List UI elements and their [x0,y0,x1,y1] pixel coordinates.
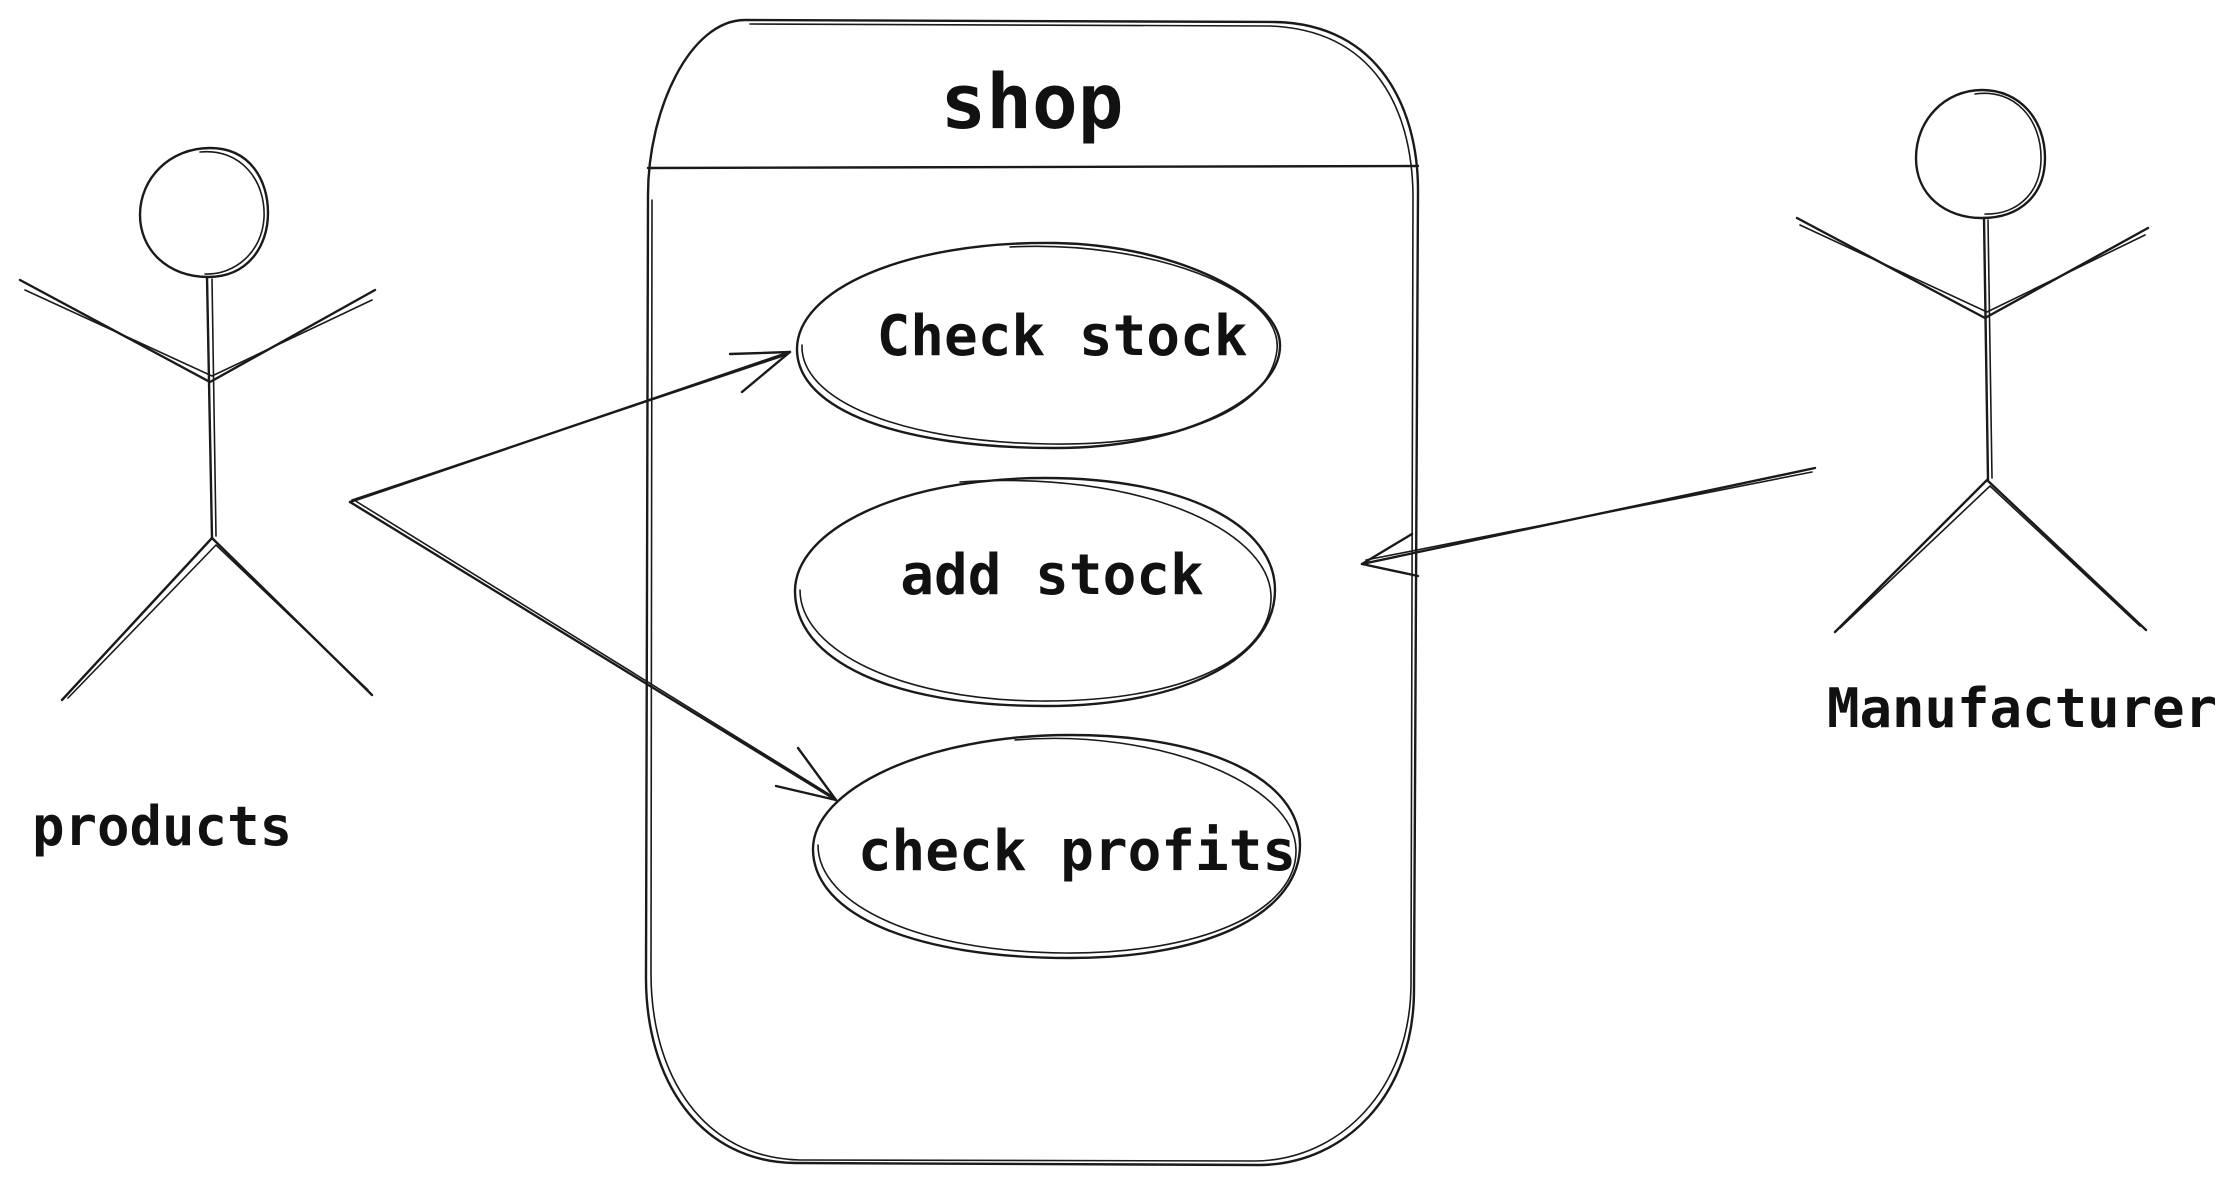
use-case-add-stock[interactable]: add stock [793,476,1277,708]
use-case-add-stock-ellipse [793,476,1277,708]
stick-figure-icon [1795,88,2150,634]
system-title: shop [940,57,1123,146]
actor-manufacturer-head-echo [1974,92,2042,215]
use-case-check-stock-label: Check stock [877,304,1248,369]
association-products-check-profits[interactable] [348,499,838,802]
association-line-echo [353,499,833,797]
stick-figure-icon [18,146,377,702]
actor-manufacturer-body-echo [1987,219,1993,479]
actor-products-legs [60,536,374,702]
actor-products-body-echo [211,278,217,537]
system-boundary-divider [646,164,1420,170]
associations [348,350,1817,802]
use-case-check-profits-label: check profits [858,819,1296,884]
association-line-echo [351,354,787,501]
actor-manufacturer-legs-echo [1839,485,2141,629]
actor-products-body [205,275,214,540]
use-case-add-stock-label: add stock [900,543,1203,608]
actor-products-arms [18,278,377,384]
arrowhead-icon [1360,532,1420,578]
use-case-check-stock-ellipse-echo [801,245,1278,445]
arrowhead-icon [774,746,838,802]
actor-products-label: products [32,795,292,858]
use-case-check-stock[interactable]: Check stock [795,241,1282,450]
use-case-check-profits-ellipse [811,733,1302,960]
actor-products-arms-echo [24,289,373,377]
actor-manufacturer[interactable]: Manufacturer [1795,88,2217,740]
actor-products[interactable]: products [18,146,377,858]
actor-manufacturer-legs [1833,478,2148,634]
association-line [348,500,838,802]
system-boundary-outline-echo [650,23,1414,1162]
actor-manufacturer-arms-echo [1799,224,2146,313]
actor-products-head-echo [199,150,265,275]
actor-products-legs-echo [67,544,369,699]
actor-manufacturer-head [1914,88,2047,220]
actor-manufacturer-body [1982,216,1990,482]
actor-manufacturer-label: Manufacturer [1827,677,2217,740]
use-case-add-stock-ellipse-echo [799,479,1272,702]
system-boundary: shop [644,18,1420,1167]
association-manufacturer-add-stock[interactable] [1360,466,1817,578]
actor-products-head [138,146,270,279]
association-products-check-stock[interactable] [348,350,792,504]
use-case-check-profits-ellipse-echo [817,737,1297,954]
arrowhead-icon [728,350,792,394]
association-line-echo [1365,471,1813,561]
actor-manufacturer-arms [1795,216,2150,320]
use-case-check-profits[interactable]: check profits [811,733,1302,960]
system-boundary-outline [644,18,1420,1167]
